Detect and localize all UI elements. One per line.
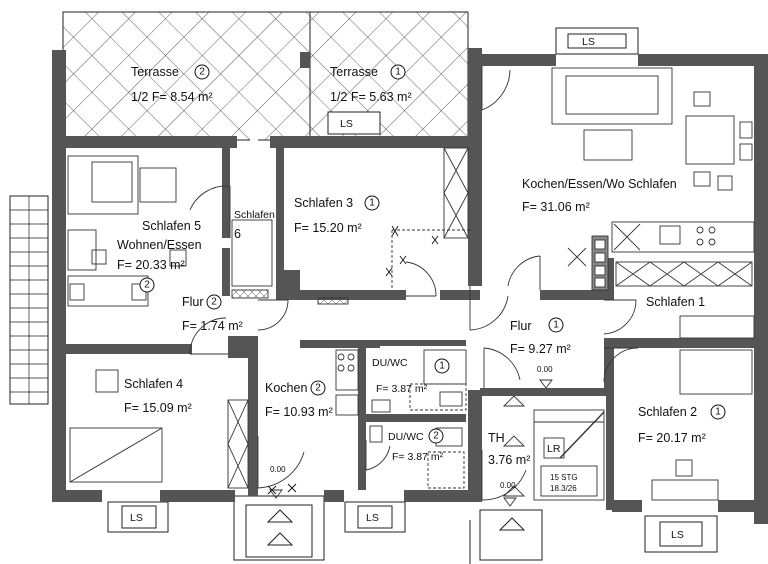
doors [189, 66, 639, 501]
level-label: 0.00 [500, 481, 516, 490]
furniture-schlafen4 [69, 369, 249, 489]
window-bottom-2: LS [344, 501, 406, 533]
room-name: DU/WC [388, 431, 424, 443]
svg-text:LS: LS [366, 512, 379, 524]
stair-ratio-label: 18.3/26 [550, 484, 577, 493]
window-bottom-1: LS [107, 501, 169, 533]
furniture-schlafen6 [231, 219, 273, 299]
room-area: 3.76 m² [488, 453, 530, 467]
room-name-secondary: 6 [234, 227, 241, 241]
room-area: F= 9.27 m² [510, 342, 571, 356]
room-number: 2 [211, 297, 217, 308]
room-area: F= 3.87 m² [376, 383, 428, 395]
furniture-wohnen [67, 155, 187, 307]
room-name-secondary: Wohnen/Essen [117, 238, 202, 252]
room-area: F= 3.87 m² [392, 451, 444, 463]
room-area: F= 15.20 m² [294, 221, 362, 235]
svg-text:LS: LS [340, 118, 353, 130]
svg-text:LS: LS [130, 512, 143, 524]
stair-th [502, 395, 605, 501]
room-area: F= 31.06 m² [522, 200, 590, 214]
room-name: Terrasse [330, 65, 378, 79]
window-bottom-3: LS [644, 515, 718, 553]
room-number: 1 [369, 198, 375, 209]
furniture-schlafen2 [651, 349, 753, 501]
room-number: 2 [199, 67, 205, 78]
room-area: 1/2 F= 5.63 m² [330, 90, 412, 104]
entry-steps-left [233, 495, 325, 561]
room-name: Schlafen 4 [124, 377, 183, 391]
room-number: 2 [315, 383, 321, 394]
level-label: 0.00 [270, 465, 286, 474]
room-number: 1 [553, 320, 559, 331]
room-name: Flur [510, 319, 532, 333]
room-area: F= 1.74 m² [182, 319, 243, 333]
furniture-schlafen3 [317, 147, 470, 305]
room-name: DU/WC [372, 357, 408, 369]
room-number: 2 [144, 280, 150, 291]
room-name: Flur [182, 295, 204, 309]
window-terrace: LS [327, 111, 381, 135]
room-name: Kochen/Essen/Wo Schlafen [522, 177, 677, 191]
furniture-duwc1 [371, 349, 467, 413]
room-area: F= 20.33 m² [117, 258, 185, 272]
room-number: 1 [395, 67, 401, 78]
level-label: 0.00 [537, 365, 553, 374]
terrace-area [62, 11, 469, 150]
furniture-kochen-essen [551, 67, 755, 291]
level-markers [269, 379, 553, 507]
room-labels: Terrasse 2 1/2 F= 8.54 m² Terrasse 1 1/2… [117, 64, 726, 467]
room-area: 1/2 F= 8.54 m² [131, 90, 213, 104]
room-area: F= 10.93 m² [265, 405, 333, 419]
furniture-schlafen1 [615, 261, 755, 339]
window-label: LS [582, 36, 595, 48]
room-name: Schlafen 5 [142, 219, 201, 233]
walls [52, 48, 768, 524]
room-name: Schlafen 3 [294, 196, 353, 210]
stair-steps-label: 15 STG [550, 473, 578, 482]
window-top-right: LS [555, 27, 639, 55]
room-area: F= 20.17 m² [638, 431, 706, 445]
room-name: Schlafen 1 [646, 295, 705, 309]
misc-labels: 0.00 0.00 0.00 LR 15 STG 18.3/26 [270, 365, 578, 493]
room-name: TH [488, 431, 505, 445]
room-number: 2 [433, 431, 439, 442]
room-name: Terrasse [131, 65, 179, 79]
lr-label: LR [547, 443, 561, 455]
entry-steps-right [469, 509, 543, 564]
room-area: F= 15.09 m² [124, 401, 192, 415]
room-number: 1 [715, 407, 721, 418]
room-number: 1 [439, 361, 445, 372]
room-name: Schlafen 2 [638, 405, 697, 419]
room-name: Kochen [265, 381, 307, 395]
exterior-stair [9, 195, 49, 405]
svg-text:LS: LS [671, 529, 684, 541]
room-name: Schlafen [234, 209, 275, 221]
